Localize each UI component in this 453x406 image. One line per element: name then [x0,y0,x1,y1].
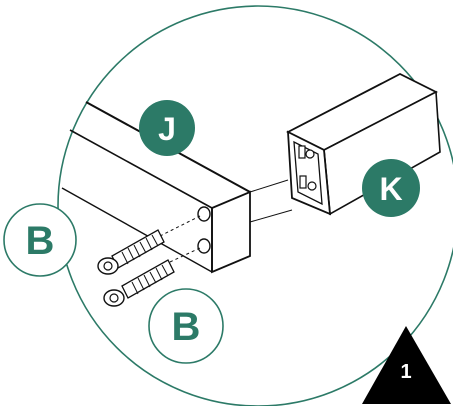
bolt-hole-lower [197,238,211,254]
bracket-screw-lower [307,181,317,191]
rail-j [61,101,251,274]
insertion-path-upper [159,215,201,237]
callout-b-left-text: B [26,219,55,263]
bolt-hole-upper [197,206,211,222]
bracket-slot-upper [298,145,306,159]
rail-k [286,72,441,216]
step-number: 1 [400,361,411,383]
part-label-j-text: J [158,111,176,147]
step-triangle [362,326,451,404]
alignment-guide-lower [249,209,293,223]
part-label-j: J [139,100,195,156]
callout-b-left: B [3,203,77,277]
bolt-upper [97,229,165,275]
part-label-k-text: K [379,171,402,207]
bracket-screw-upper [305,149,315,159]
bolt-lower [103,259,175,307]
alignment-guide-upper [249,179,289,193]
step-indicator: 1 [362,326,451,404]
callout-b-bottom: B [148,288,224,364]
part-label-k: K [362,159,420,217]
callout-b-bottom-text: B [172,305,201,349]
bracket-slot-lower [299,175,307,189]
